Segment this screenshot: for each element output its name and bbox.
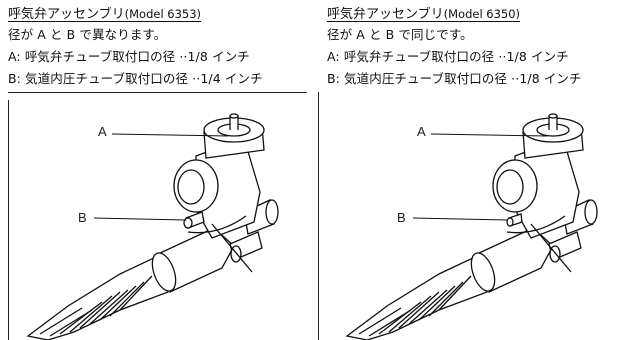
- corrugated-hose: [26, 255, 169, 340]
- port-a-spec: A: 呼気弁チューブ取付口の径 ··1/8 インチ: [8, 49, 250, 64]
- callout-b: B: [397, 210, 406, 225]
- title-text: 呼気弁アッセンブリ: [8, 7, 125, 22]
- corrugated-hose: [345, 255, 488, 340]
- title-text: 呼気弁アッセンブリ: [327, 7, 444, 22]
- port-a-spec: A: 呼気弁チューブ取付口の径 ··1/8 インチ: [327, 49, 569, 64]
- panel-divider: [318, 92, 319, 340]
- leader-line-b: [93, 217, 187, 221]
- leader-line-a: [430, 133, 548, 137]
- port-b-spec: B: 気道内圧チューブ取付口の径 ··1/8 インチ: [327, 71, 582, 86]
- panel-title: 呼気弁アッセンブリ(Model 6350): [327, 3, 520, 22]
- model-number: (Model 6350): [443, 7, 521, 21]
- panel-title: 呼気弁アッセンブリ(Model 6353): [8, 3, 201, 22]
- callout-b: B: [78, 210, 87, 225]
- model-number: (Model 6353): [124, 7, 202, 21]
- leader-line-a: [111, 133, 229, 137]
- exhalation-valve-illustration: [26, 113, 279, 340]
- panel-model-6350: 呼気弁アッセンブリ(Model 6350) 径が A と B で同じです。 A:…: [327, 0, 627, 340]
- frame-left-border: [8, 100, 9, 340]
- callout-a: A: [417, 124, 426, 139]
- callout-a: A: [98, 124, 107, 139]
- diameter-description: 径が A と B で同じです。: [327, 27, 473, 42]
- diameter-description: 径が A と B で異なります。: [8, 27, 167, 42]
- exhalation-valve-illustration: [345, 113, 598, 340]
- panel-model-6353: 呼気弁アッセンブリ(Model 6353) 径が A と B で異なります。 A…: [8, 0, 313, 340]
- section-divider: [8, 92, 307, 93]
- port-b-spec: B: 気道内圧チューブ取付口の径 ··1/4 インチ: [8, 71, 263, 86]
- leader-line-b: [412, 217, 508, 221]
